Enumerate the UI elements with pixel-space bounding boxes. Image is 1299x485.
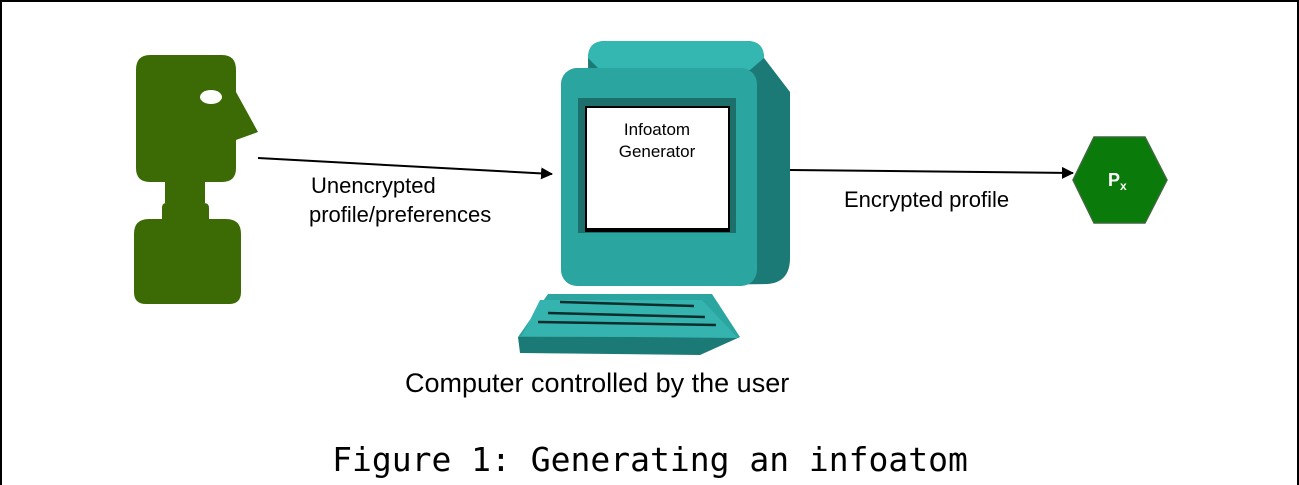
arrow-user-to-computer [257, 157, 553, 180]
monitor-screen [585, 106, 730, 232]
hexagon-label-main: P [1108, 170, 1120, 190]
hexagon-profile-icon: Px [1072, 136, 1168, 224]
svg-text:Px: Px [1108, 170, 1127, 193]
arrow1-label-line1: Unencrypted [311, 173, 436, 198]
keyboard-icon [518, 294, 740, 355]
screen-label-line2: Generator [619, 142, 696, 161]
screen-label-line1: Infoatom [624, 120, 690, 139]
user-silhouette-icon [134, 55, 258, 304]
computer-icon: Infoatom Generator [561, 41, 790, 286]
hexagon-label-sub: x [1120, 179, 1127, 193]
computer-caption: Computer controlled by the user [405, 368, 789, 398]
arrow-computer-to-profile [789, 166, 1074, 179]
figure-caption: Figure 1: Generating an infoatom [332, 440, 968, 479]
arrow1-label-line2: profile/preferences [309, 202, 491, 227]
arrow2-label: Encrypted profile [844, 187, 1009, 212]
